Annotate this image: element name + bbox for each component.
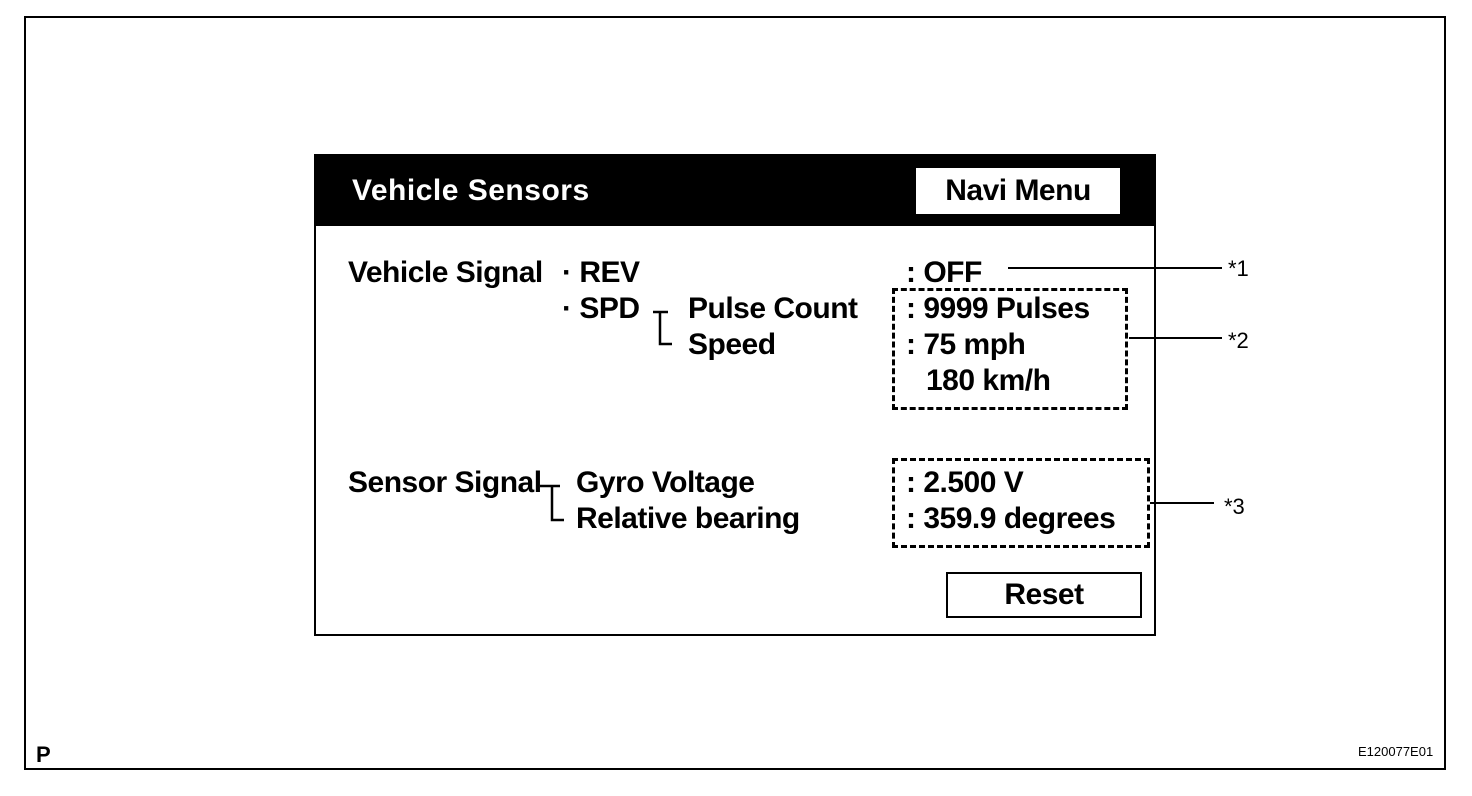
relative-bearing-value: : 359.9 degrees — [906, 502, 1116, 535]
sensor-signal-label: Sensor Signal — [348, 466, 542, 499]
spd-label: · SPD — [562, 292, 640, 325]
gyro-voltage-value: : 2.500 V — [906, 466, 1024, 499]
speed-label: Speed — [688, 328, 776, 361]
spd-values-box — [892, 288, 1128, 410]
reset-button[interactable]: Reset — [946, 572, 1142, 618]
gyro-voltage-label: Gyro Voltage — [576, 466, 755, 499]
corner-letter: P — [36, 742, 51, 767]
speed-mph-value: : 75 mph — [906, 328, 1026, 361]
speed-kmh-value: 180 km/h — [926, 364, 1051, 397]
relative-bearing-label: Relative bearing — [576, 502, 800, 535]
figure-code: E120077E01 — [1358, 744, 1434, 759]
pulse-count-value: : 9999 Pulses — [906, 292, 1090, 325]
sensor-values-box — [892, 458, 1150, 548]
navi-menu-button[interactable]: Navi Menu — [916, 168, 1120, 214]
rev-value: : OFF — [906, 256, 982, 289]
tree-connector-lines — [540, 310, 672, 522]
figure-frame — [24, 16, 1446, 770]
pulse-count-label: Pulse Count — [688, 292, 858, 325]
title-bar: Vehicle Sensors Navi Menu — [316, 156, 1154, 226]
screen-title: Vehicle Sensors — [352, 174, 590, 207]
callout-1: *1 — [1228, 256, 1249, 281]
callout-2: *2 — [1228, 328, 1249, 353]
callout-3: *3 — [1224, 494, 1245, 519]
vehicle-sensors-screen: Vehicle Sensors Navi Menu Vehicle Signal… — [314, 154, 1156, 636]
vehicle-signal-label: Vehicle Signal — [348, 256, 543, 289]
rev-label: · REV — [562, 256, 640, 289]
